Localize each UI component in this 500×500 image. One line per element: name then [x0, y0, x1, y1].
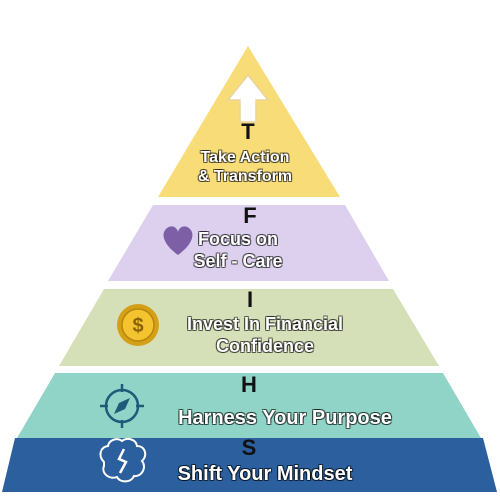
- tier-i-letter: I: [246, 287, 254, 312]
- tier-f-label-line1: Focus on: [198, 229, 278, 249]
- tier-s-letter: S: [241, 435, 257, 460]
- tier-h-label: Harness Your Purpose: [155, 406, 415, 430]
- tier-h-label-line1: Harness Your Purpose: [178, 407, 392, 429]
- tier-f-label: Focus on Self - Care: [178, 229, 298, 272]
- brain-icon: [99, 437, 147, 483]
- tier-i-label-line1: Invest In Financial: [186, 314, 344, 334]
- tier-i-band: [59, 289, 439, 366]
- tier-f-band: [108, 205, 389, 281]
- tier-f-letter: F: [243, 203, 257, 228]
- tier-s-band: [2, 438, 497, 492]
- tier-h-letter: H: [241, 372, 257, 397]
- tier-f-label-line2: Self - Care: [193, 250, 283, 271]
- tier-i-label: Invest In Financial Confidence: [160, 314, 370, 357]
- dollar-coin-icon: $: [117, 304, 159, 346]
- tier-h-band: [17, 373, 481, 438]
- tier-t-label: Take Action & Transform: [165, 148, 325, 186]
- svg-text:$: $: [132, 315, 143, 337]
- tier-t-label-line1: Take Action: [200, 149, 290, 166]
- tier-s-label-line1: Shift Your Mindset: [177, 463, 353, 485]
- up-arrow-icon: [226, 73, 270, 123]
- compass-icon: [100, 384, 144, 428]
- tier-t-label-line2: & Transform: [197, 168, 293, 186]
- tier-t-letter: T: [241, 119, 255, 144]
- tier-s-label: Shift Your Mindset: [150, 462, 380, 486]
- tier-i-label-line2: Confidence: [215, 335, 314, 356]
- heart-icon: [163, 226, 193, 255]
